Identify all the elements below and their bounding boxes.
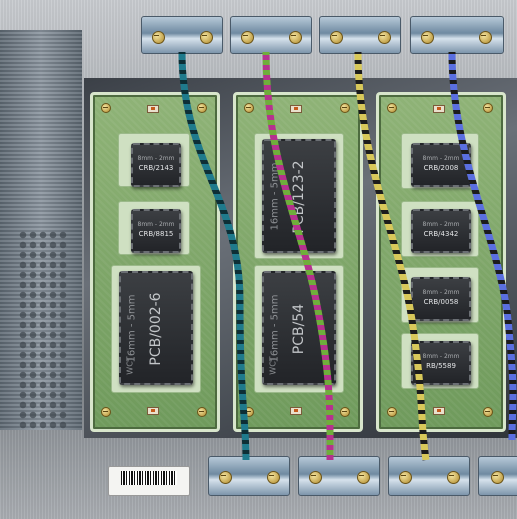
- screw-icon: [244, 103, 254, 113]
- top-connector-4[interactable]: [410, 16, 504, 54]
- screw-icon: [483, 103, 493, 113]
- screw-icon: [241, 31, 254, 44]
- chip-spec: 8mm - 2mm: [422, 221, 460, 228]
- chip-label: CRB/2143: [138, 164, 174, 172]
- chip-label: CRB/2008: [423, 164, 459, 172]
- screw-icon: [152, 31, 165, 44]
- chip-label: CRB/8815: [138, 230, 174, 238]
- chip-7[interactable]: 8mm - 2mm CRB/4342: [411, 209, 471, 253]
- chip-label: RB/5589: [426, 362, 456, 370]
- circuit-board-1: 8mm - 2mm CRB/2143 8mm - 2mm CRB/8815 16…: [90, 92, 220, 432]
- wire-4: [448, 51, 517, 441]
- wire-1: [178, 51, 250, 461]
- screw-icon: [197, 103, 207, 113]
- chip-spec: 8mm - 2mm: [422, 353, 460, 360]
- screw-icon: [267, 471, 280, 484]
- chip-label: CRB/0058: [423, 298, 459, 306]
- screw-icon: [357, 471, 370, 484]
- screw-icon: [340, 103, 350, 113]
- chip-label: CRB/4342: [423, 230, 459, 238]
- screw-icon: [309, 471, 322, 484]
- chip-1[interactable]: 8mm - 2mm CRB/2143: [131, 143, 181, 187]
- wire-3: [354, 51, 430, 461]
- wire-2: [262, 51, 334, 461]
- screw-icon: [219, 471, 232, 484]
- chip-spec: 8mm - 2mm: [422, 155, 460, 162]
- led-indicator: [147, 105, 159, 113]
- screw-icon: [289, 31, 302, 44]
- screw-icon: [101, 103, 111, 113]
- screw-icon: [200, 31, 213, 44]
- chip-3[interactable]: 16mm - 5mm PCB/002-6 WCT: [119, 271, 193, 385]
- screw-icon: [399, 471, 412, 484]
- chip-spec: 8mm - 2mm: [422, 289, 460, 296]
- left-rail: [0, 30, 82, 430]
- screw-icon: [387, 103, 397, 113]
- chip-9[interactable]: 8mm - 2mm RB/5589: [411, 341, 471, 385]
- chip-spec: 8mm - 2mm: [137, 221, 175, 228]
- top-connector-1[interactable]: [141, 16, 223, 54]
- screw-icon: [387, 407, 397, 417]
- chip-2[interactable]: 8mm - 2mm CRB/8815: [131, 209, 181, 253]
- led-indicator: [290, 407, 302, 415]
- top-connector-2[interactable]: [230, 16, 312, 54]
- screw-icon: [340, 407, 350, 417]
- bottom-connector-2[interactable]: [298, 456, 380, 496]
- screw-icon: [330, 31, 343, 44]
- barcode-icon: [121, 471, 177, 485]
- chip-spec: 8mm - 2mm: [137, 155, 175, 162]
- bottom-connector-4[interactable]: [478, 456, 517, 496]
- chip-8[interactable]: 8mm - 2mm CRB/0058: [411, 277, 471, 321]
- led-indicator: [290, 105, 302, 113]
- screw-icon: [479, 31, 492, 44]
- screw-icon: [491, 471, 504, 484]
- bottom-connector-3[interactable]: [388, 456, 470, 496]
- barcode-label: [108, 466, 190, 496]
- screw-icon: [447, 471, 460, 484]
- screw-icon: [101, 407, 111, 417]
- led-indicator: [147, 407, 159, 415]
- screw-icon: [197, 407, 207, 417]
- led-indicator: [433, 407, 445, 415]
- screw-icon: [483, 407, 493, 417]
- screw-icon: [421, 31, 434, 44]
- led-indicator: [433, 105, 445, 113]
- screw-icon: [378, 31, 391, 44]
- vent-holes: [18, 230, 68, 430]
